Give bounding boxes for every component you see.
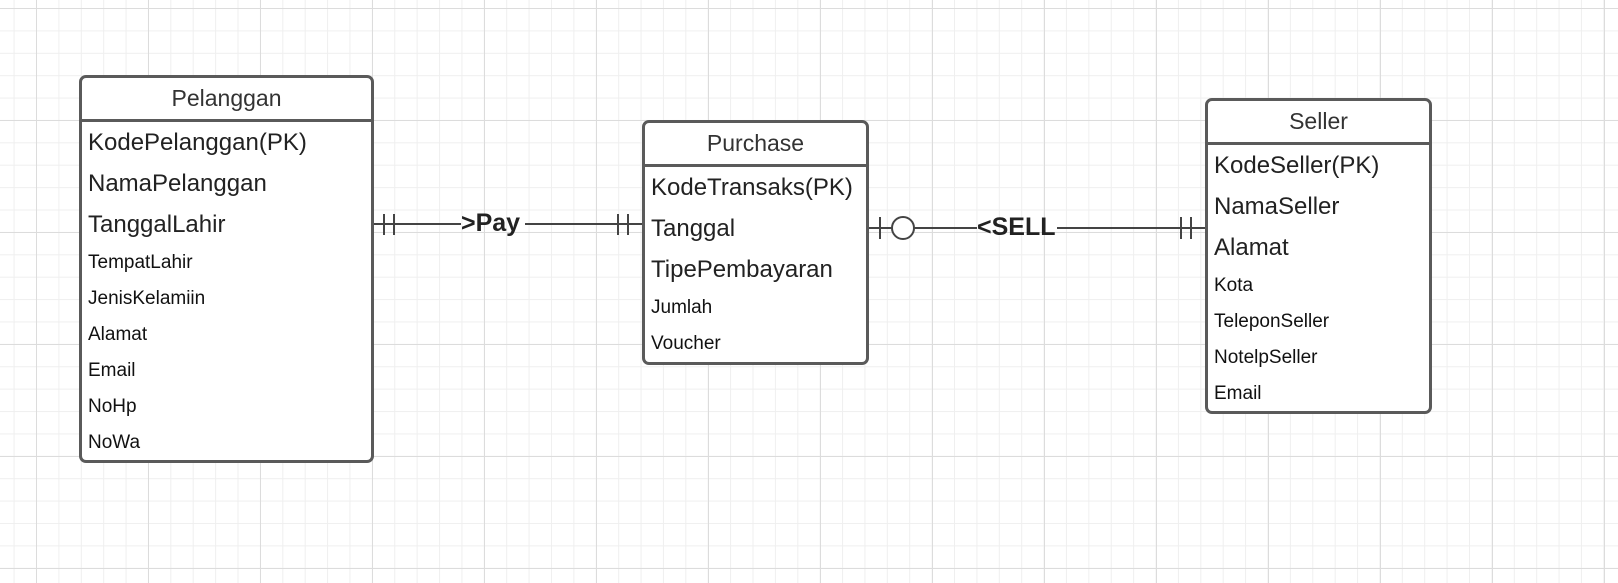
attribute-namapelanggan: NamaPelanggan [88,170,267,197]
relationship-sell[interactable]: <SELL [869,213,1205,241]
attribute-alamat: Alamat [1214,234,1289,261]
entity-title: Pelanggan [82,78,371,122]
attribute-kodetransaks: KodeTransaks(PK) [651,174,853,201]
relationship-pay[interactable]: >Pay [374,209,642,237]
attribute-nohp: NoHp [88,396,137,417]
attribute-kota: Kota [1214,275,1254,296]
attribute-tipepembayaran: TipePembayaran [651,256,833,283]
attribute-tanggallahir: TanggalLahir [88,211,226,238]
attribute-jumlah: Jumlah [651,297,713,318]
attribute-email: Email [88,360,136,381]
entity-pelanggan[interactable]: Pelanggan KodePelanggan(PK) NamaPelangga… [79,75,374,463]
entity-title: Purchase [645,123,866,167]
attribute-namaseller: NamaSeller [1214,193,1340,220]
attribute-teleponseller: TeleponSeller [1214,311,1330,332]
attribute-email: Email [1214,383,1262,404]
relationship-label-pay: >Pay [461,209,520,237]
attribute-tanggal: Tanggal [651,215,736,242]
attribute-jeniskelamiin: JenisKelamiin [88,288,206,309]
cardinality-zero-mark [891,216,915,240]
attribute-kodeseller: KodeSeller(PK) [1214,152,1380,179]
attribute-tempatlahir: TempatLahir [88,252,193,273]
attribute-alamat: Alamat [88,324,148,345]
relationship-label-sell: <SELL [977,213,1056,241]
entity-title: Seller [1208,101,1429,145]
attribute-notelpseller: NotelpSeller [1214,347,1318,368]
entity-purchase[interactable]: Purchase KodeTransaks(PK) Tanggal TipePe… [642,120,869,365]
entity-seller[interactable]: Seller KodeSeller(PK) NamaSeller Alamat … [1205,98,1432,414]
attribute-nowa: NoWa [88,432,141,453]
attribute-kodepelanggan: KodePelanggan(PK) [88,129,307,156]
attribute-voucher: Voucher [651,333,721,354]
